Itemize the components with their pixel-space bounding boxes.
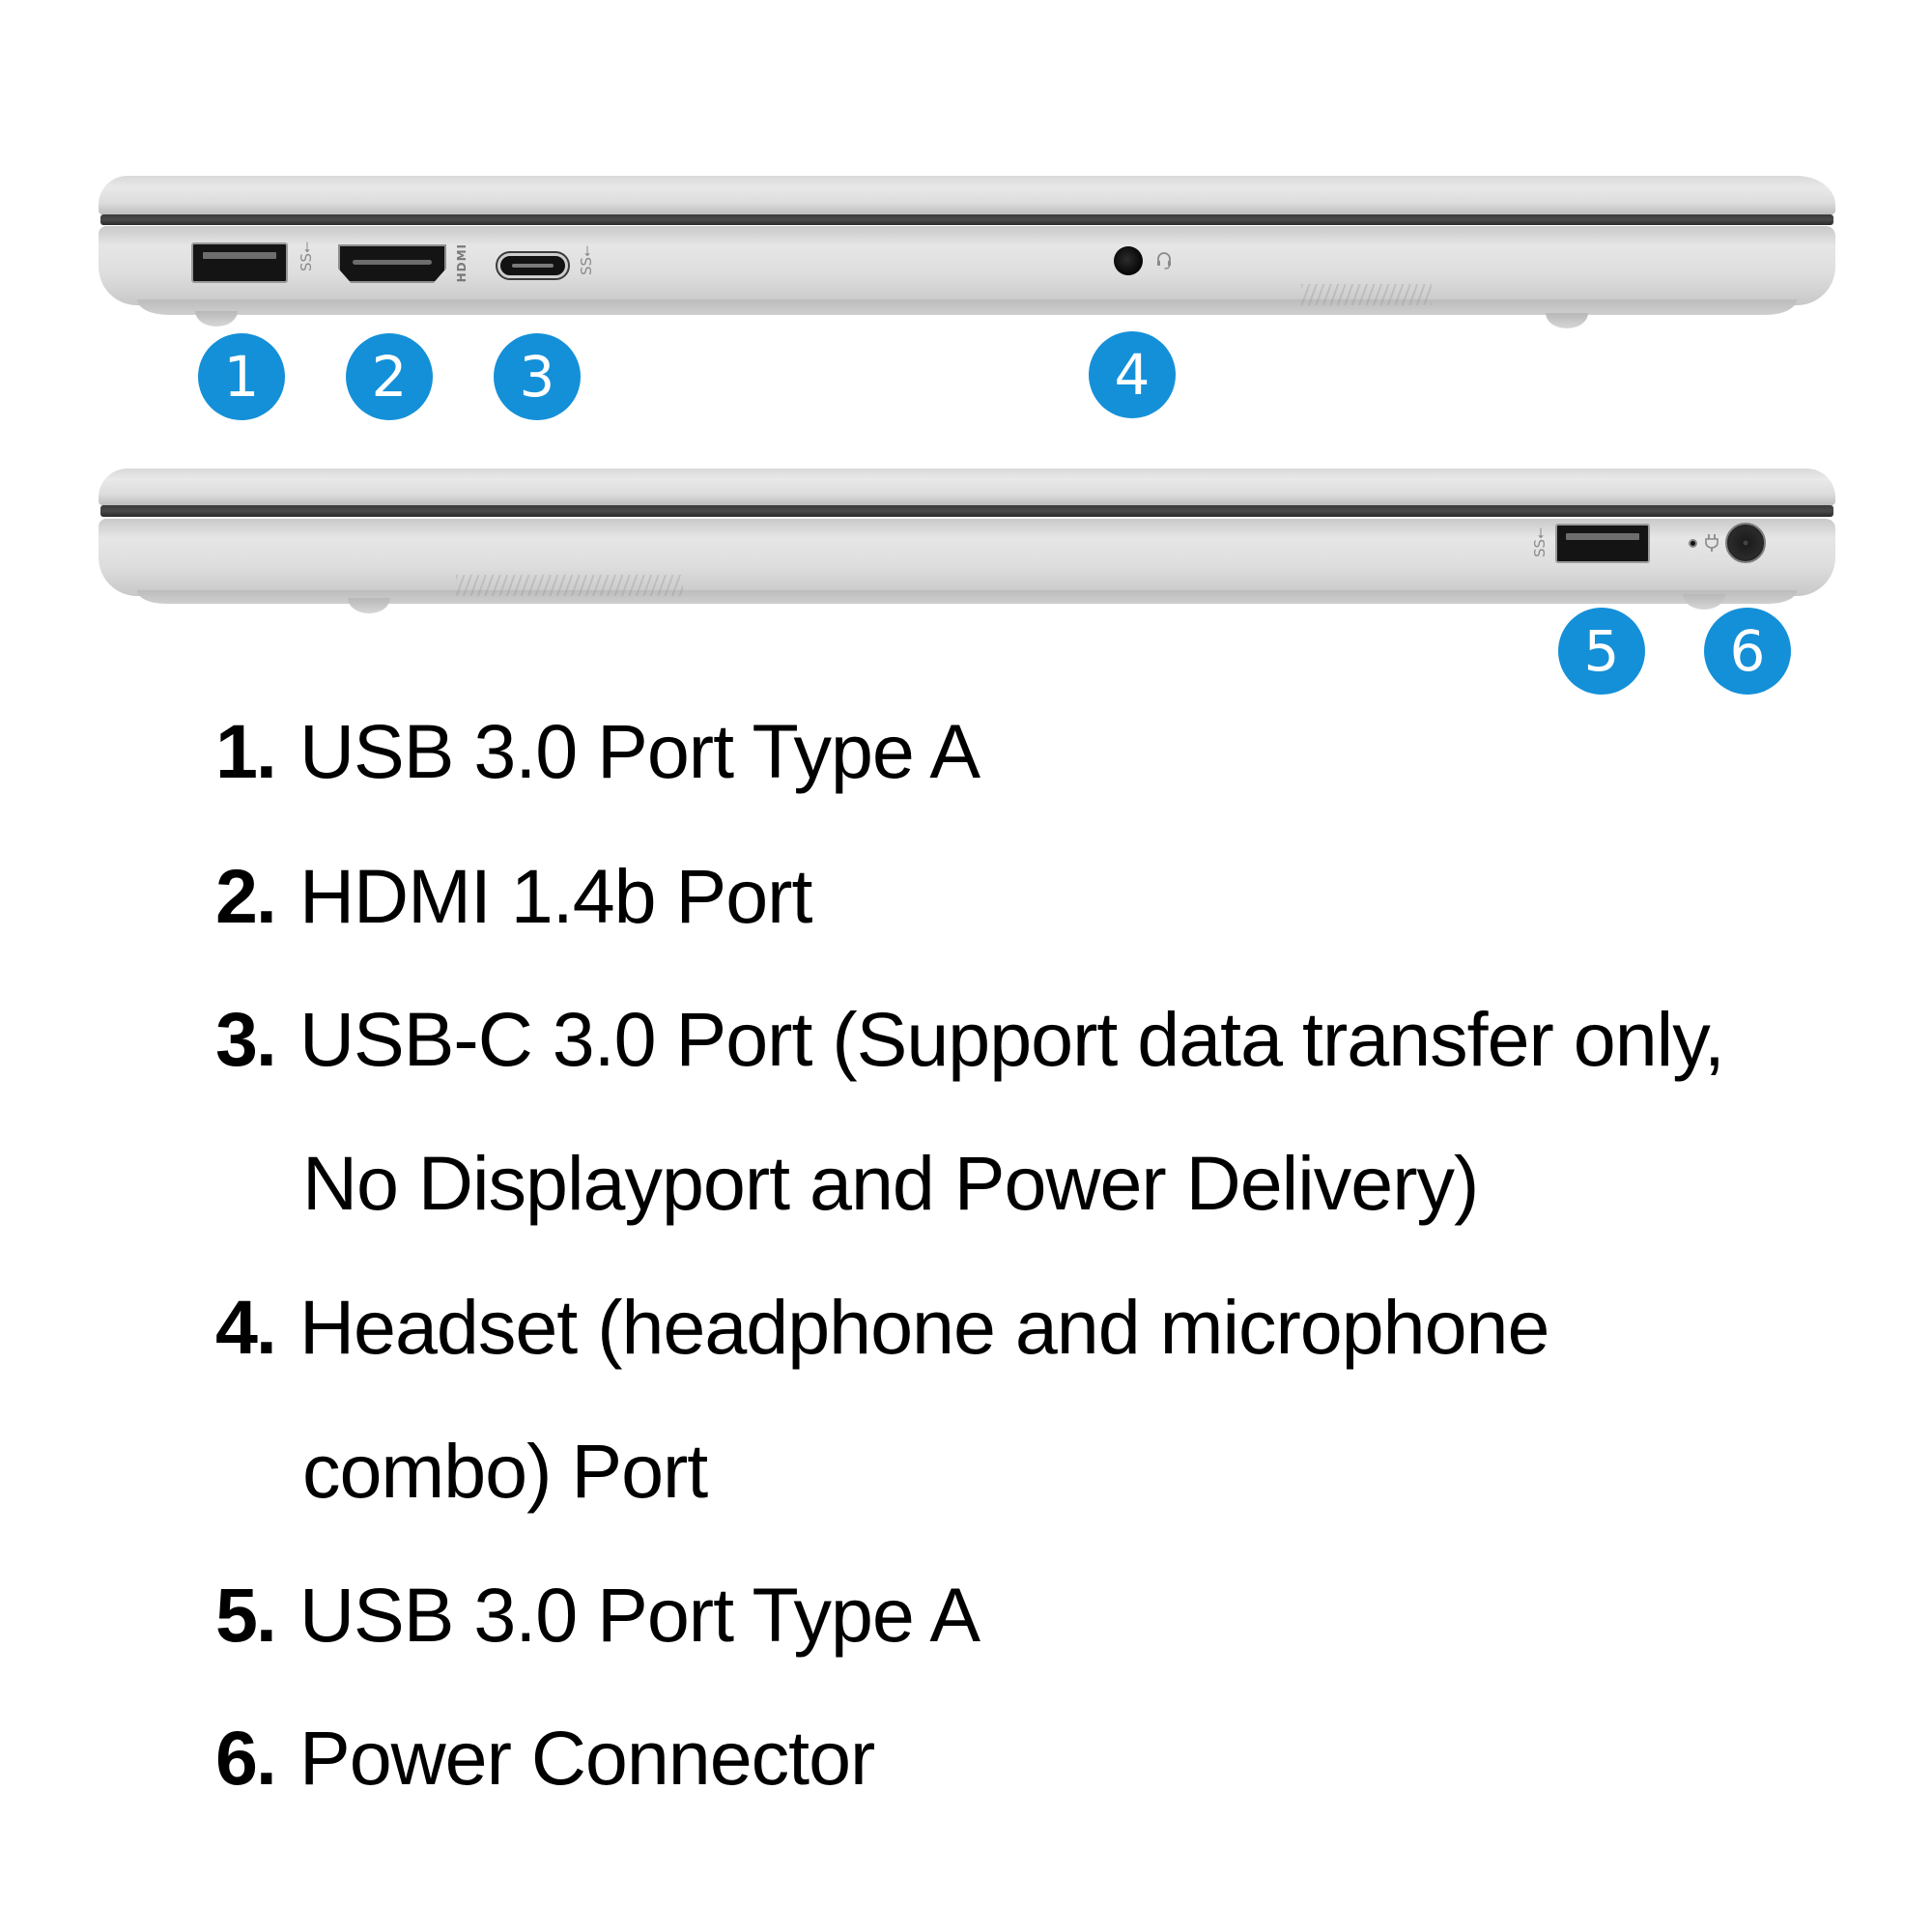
laptop-right-side-view xyxy=(99,469,1835,613)
headset-jack-port-4 xyxy=(1114,246,1143,275)
dc-power-connector-port-6 xyxy=(1725,523,1766,563)
legend-item-3: 3. USB-C 3.0 Port (Support data transfer … xyxy=(215,996,1725,1082)
legend-number: 6. xyxy=(215,1715,277,1801)
callout-badge-6: 6 xyxy=(1704,608,1791,695)
legend-item-4-continuation: combo) Port xyxy=(302,1428,708,1514)
hdmi-label: HDMI xyxy=(455,243,469,283)
usb-c-port-3 xyxy=(496,251,570,280)
hdmi-port-2 xyxy=(338,244,446,283)
legend-number: 4. xyxy=(215,1284,277,1370)
headset-icon xyxy=(1157,252,1171,270)
legend-text: Headset (headphone and microphone xyxy=(299,1284,1549,1370)
superspeed-usb-icon: SS⭠ xyxy=(298,242,315,272)
callout-badge-5: 5 xyxy=(1558,608,1645,695)
speaker-grille xyxy=(456,575,683,596)
legend-item-3-continuation: No Displayport and Power Delivery) xyxy=(302,1140,1479,1226)
rubber-foot-left xyxy=(195,311,238,327)
speaker-grille xyxy=(1301,284,1432,305)
lid-seam xyxy=(100,214,1833,225)
usb-a-port-5 xyxy=(1555,524,1650,563)
usb-a-port-1 xyxy=(191,242,288,283)
laptop-bottom-shell xyxy=(137,299,1797,315)
callout-badge-4: 4 xyxy=(1089,331,1176,418)
legend-number: 1. xyxy=(215,708,277,794)
legend-item-6: 6. Power Connector xyxy=(215,1715,875,1801)
laptop-lid xyxy=(99,469,1835,505)
legend-text: USB-C 3.0 Port (Support data transfer on… xyxy=(299,996,1725,1082)
rubber-foot-right xyxy=(1546,313,1588,328)
callout-badge-3: 3 xyxy=(494,333,581,420)
lid-seam xyxy=(100,505,1833,517)
legend-item-2: 2. HDMI 1.4b Port xyxy=(215,853,812,939)
callout-badge-2: 2 xyxy=(346,333,433,420)
charging-led-indicator xyxy=(1689,539,1697,548)
rubber-foot-right xyxy=(1683,594,1725,610)
laptop-base xyxy=(99,519,1835,596)
legend-text: USB 3.0 Port Type A xyxy=(299,708,980,794)
legend-number: 3. xyxy=(215,996,277,1082)
legend-number: 2. xyxy=(215,853,277,939)
legend-item-4: 4. Headset (headphone and microphone xyxy=(215,1284,1549,1370)
legend-text: Power Connector xyxy=(299,1715,875,1801)
legend-item-1: 1.USB 3.0 Port Type A xyxy=(215,713,980,789)
laptop-left-side-view xyxy=(99,176,1835,330)
superspeed-usb-icon: SS⭠ xyxy=(578,245,595,276)
legend-number: 5. xyxy=(215,1572,277,1658)
laptop-bottom-shell xyxy=(137,590,1797,604)
superspeed-usb-icon: SS⭠ xyxy=(1531,527,1548,558)
power-plug-icon xyxy=(1705,534,1719,552)
legend-text: HDMI 1.4b Port xyxy=(299,853,812,939)
rubber-foot-left xyxy=(348,598,390,613)
laptop-lid xyxy=(99,176,1835,214)
legend-item-5: 5.USB 3.0 Port Type A xyxy=(215,1577,980,1653)
callout-badge-1: 1 xyxy=(198,333,285,420)
legend-text: USB 3.0 Port Type A xyxy=(299,1572,980,1658)
